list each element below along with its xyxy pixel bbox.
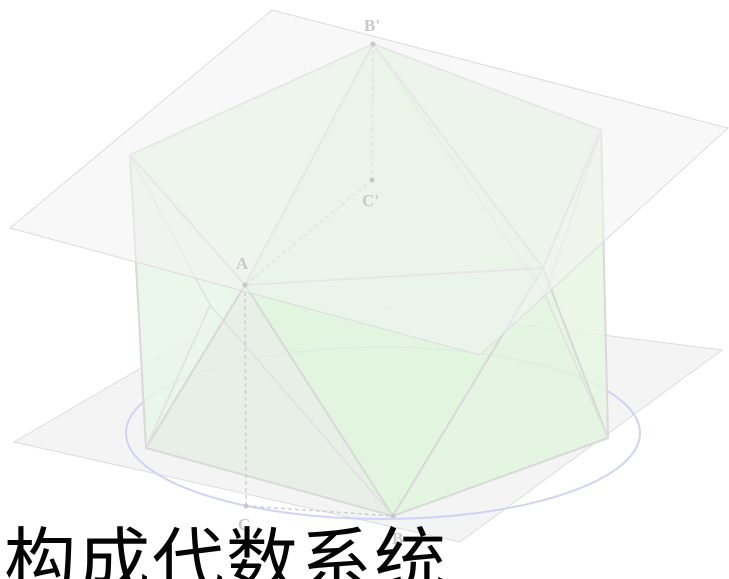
point-c <box>243 503 249 509</box>
label-a: A <box>236 254 249 273</box>
hidden-edge <box>209 304 394 517</box>
label-b: B <box>392 529 403 548</box>
caption-text: 构成代数系统 <box>4 520 449 579</box>
hidden-edge <box>145 304 211 449</box>
line-c-b <box>245 505 394 517</box>
axis-a-c <box>244 284 247 507</box>
label-c: C <box>238 515 250 534</box>
points <box>242 41 396 519</box>
label-c-prime: C' <box>362 191 379 210</box>
label-b-prime: B' <box>364 16 380 35</box>
hidden-edge <box>544 294 609 439</box>
point-c-prime <box>369 177 375 183</box>
point-b <box>390 513 396 519</box>
top-plane <box>8 9 729 356</box>
point-b-prime <box>370 41 376 47</box>
point-a <box>242 282 248 288</box>
